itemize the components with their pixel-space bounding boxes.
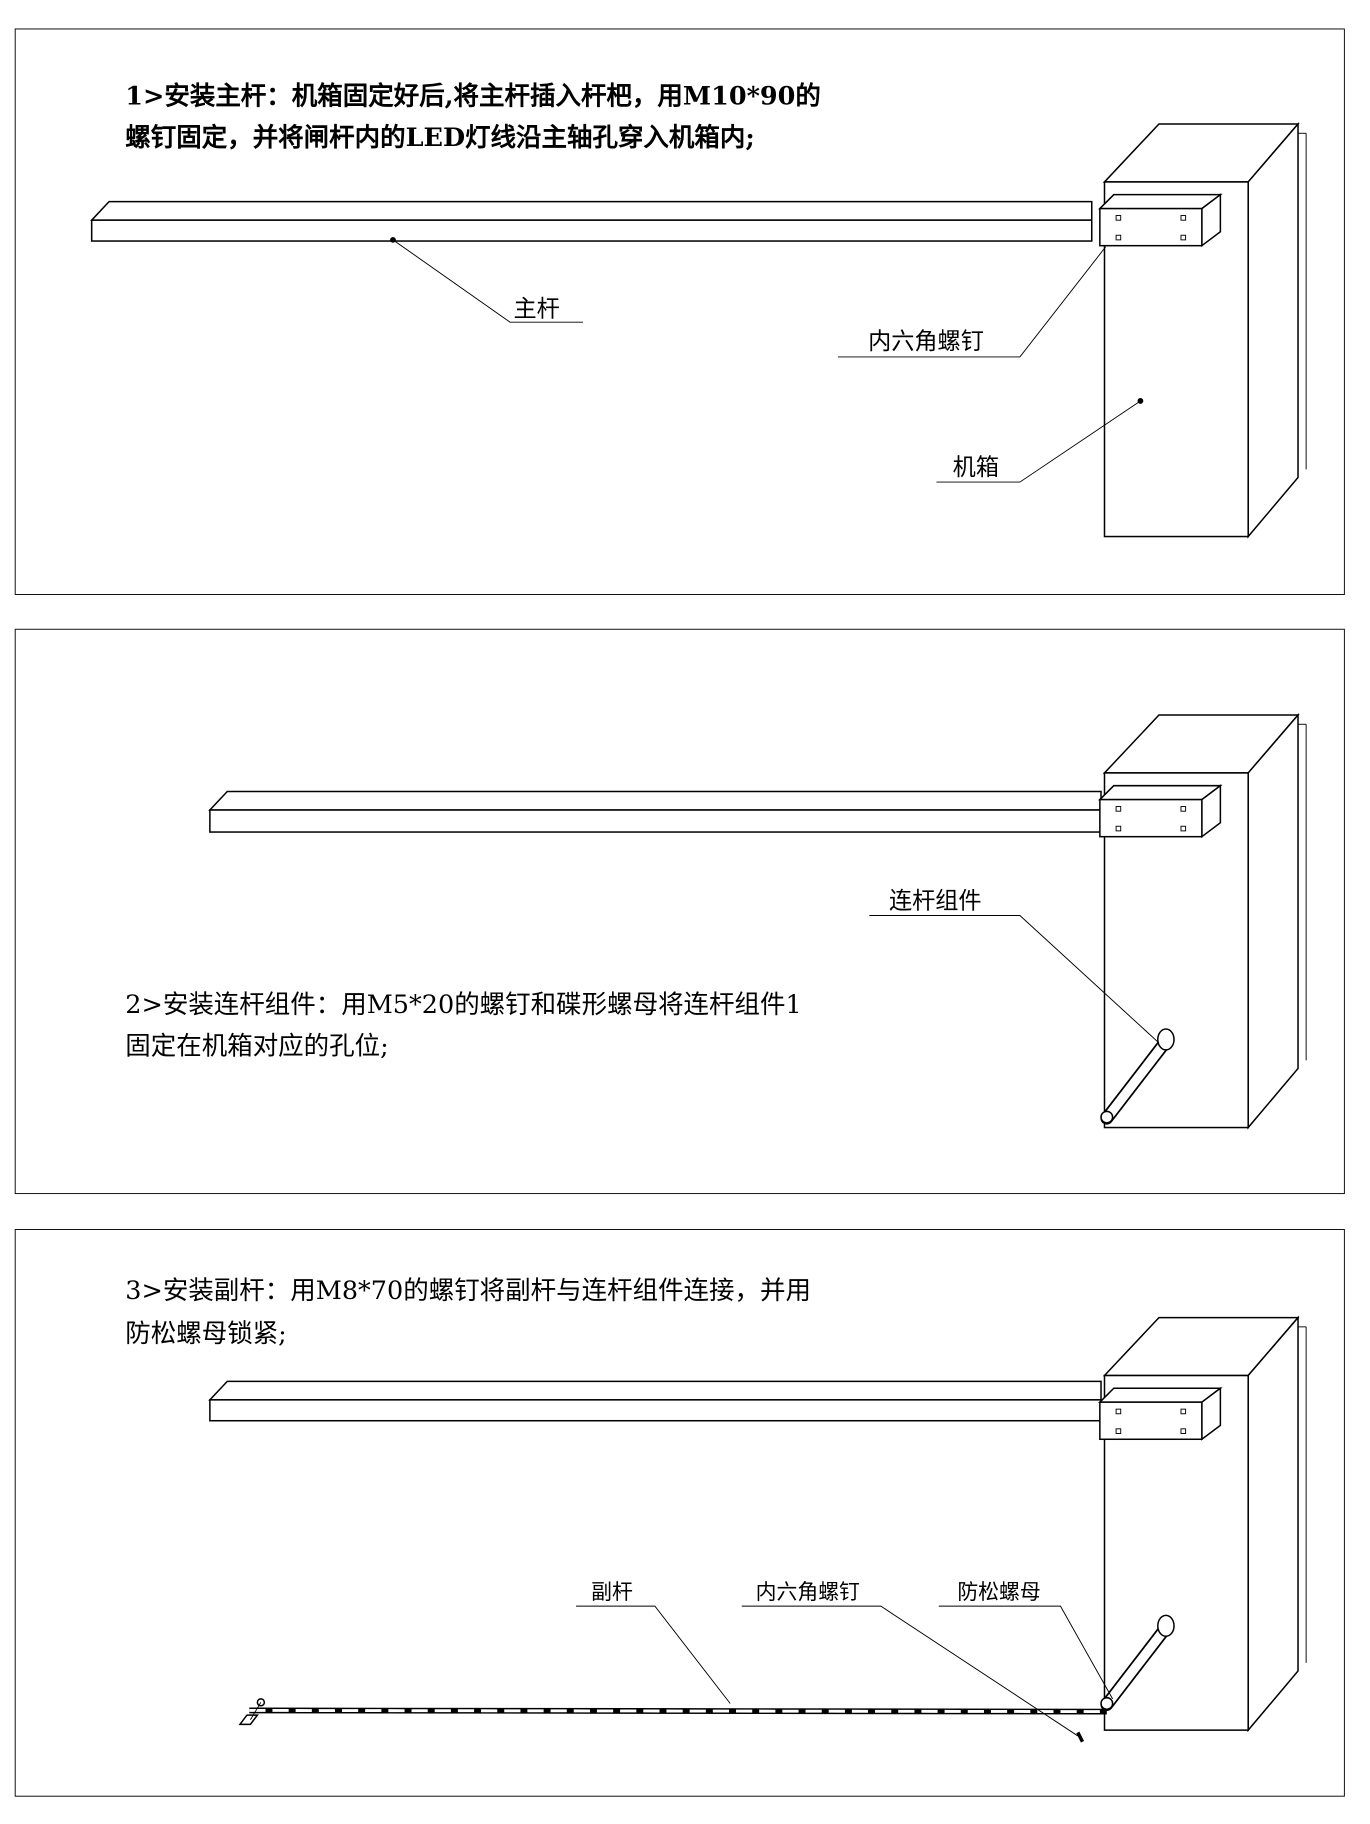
- step2-panel: 连杆组件 2>安装连杆组件：用M5*20的螺钉和碟形螺母将连杆组件1 固定在机箱…: [14, 628, 1345, 1195]
- label-main-pole: 主杆: [513, 295, 559, 322]
- cabinet: [1103, 714, 1307, 1129]
- label-hex-screw: 内六角螺钉: [756, 1580, 860, 1604]
- pole-bracket: [1099, 1387, 1222, 1441]
- step3-instruction-line1: 3>安装副杆：用M8*70的螺钉将副杆与连杆组件连接，并用: [125, 1276, 811, 1306]
- step3-instruction-line2: 防松螺母锁紧;: [125, 1319, 286, 1349]
- label-sub-pole: 副杆: [591, 1580, 633, 1604]
- step1-panel: 1>安装主杆：机箱固定好后,将主杆插入杆杷，用M10*90的 螺钉固定，并将闸杆…: [14, 28, 1345, 595]
- label-linkage: 连杆组件: [889, 888, 982, 915]
- label-lock-nut: 防松螺母: [957, 1580, 1040, 1604]
- pole-bracket: [1099, 784, 1222, 838]
- step1-instruction-line2: 螺钉固定，并将闸杆内的LED灯线沿主轴孔穿入机箱内;: [125, 123, 755, 153]
- label-cabinet: 机箱: [953, 454, 999, 481]
- pole-bracket: [1099, 193, 1222, 247]
- main-pole: [208, 1380, 1102, 1422]
- main-pole: [89, 200, 1093, 242]
- sub-pole: [238, 1698, 1107, 1726]
- step1-instruction-line1: 1>安装主杆：机箱固定好后,将主杆插入杆杷，用M10*90的: [125, 81, 821, 111]
- label-hex-screw: 内六角螺钉: [868, 328, 984, 355]
- step3-panel: 3>安装副杆：用M8*70的螺钉将副杆与连杆组件连接，并用 防松螺母锁紧; 副杆…: [14, 1229, 1345, 1797]
- hex-screw: [1076, 1731, 1085, 1743]
- cabinet: [1103, 123, 1307, 538]
- step2-instruction-line2: 固定在机箱对应的孔位;: [125, 1032, 388, 1062]
- step2-instruction-line1: 2>安装连杆组件：用M5*20的螺钉和碟形螺母将连杆组件1: [125, 990, 801, 1020]
- main-pole: [208, 790, 1102, 833]
